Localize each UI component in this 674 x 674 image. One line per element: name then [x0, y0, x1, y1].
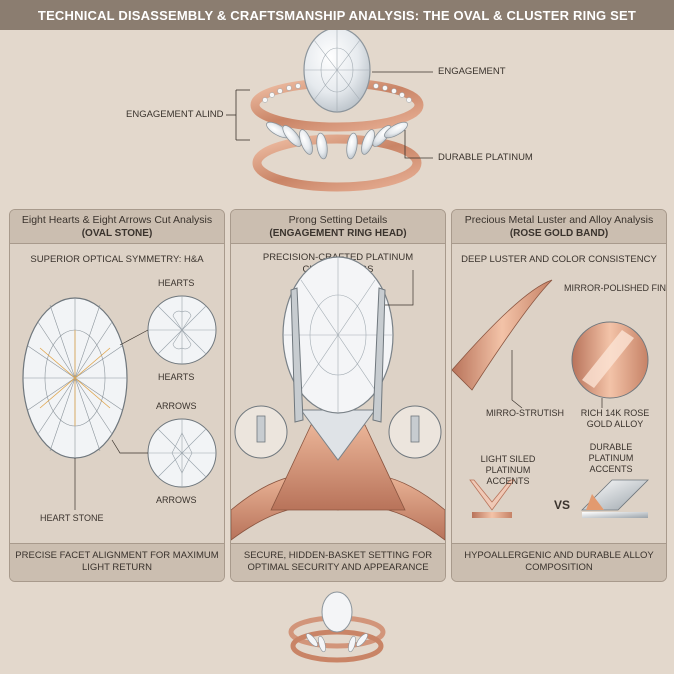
panel-prong-setting: Prong Setting Details (ENGAGEMENT RING H…	[230, 209, 446, 582]
panel-footer: HYPOALLERGENIC AND DURABLE ALLOY COMPOSI…	[452, 543, 666, 581]
panel-caption: SUPERIOR OPTICAL SYMMETRY: H&A	[30, 254, 204, 265]
panel-subtitle: (ENGAGEMENT RING HEAD)	[269, 228, 407, 239]
ring-set-illustration	[226, 30, 433, 192]
panel-subtitle: (ROSE GOLD BAND)	[509, 228, 609, 239]
label-vs: VS	[554, 498, 571, 512]
label-hearts-bottom: HEARTS	[158, 372, 195, 382]
panel-footer: PRECISE FACET ALIGNMENT FOR MAXIMUM LIGH…	[10, 543, 224, 581]
panel-header: Precious Metal Luster and Alloy Analysis…	[452, 210, 666, 244]
prong-setting-diagram	[231, 256, 445, 541]
panel-header: Prong Setting Details (ENGAGEMENT RING H…	[231, 210, 445, 244]
panel-caption: DEEP LUSTER AND COLOR CONSISTENCY	[461, 254, 657, 265]
label-light-platinum: LIGHT SILED PLATINUM ACCENTS	[480, 454, 536, 486]
panel-metal-luster: Precious Metal Luster and Alloy Analysis…	[451, 209, 667, 582]
hero-illustration: ENGAGEMENT ENGAGEMENT ALIND DURABLE PLAT…	[0, 30, 674, 205]
label-hearts-top: HEARTS	[158, 278, 195, 288]
label-engagement: ENGAGEMENT	[438, 66, 506, 77]
panel-footer: SECURE, HIDDEN-BASKET SETTING FOR OPTIMA…	[231, 543, 445, 581]
panel-title: Prong Setting Details	[288, 214, 388, 226]
panel-header: Eight Hearts & Eight Arrows Cut Analysis…	[10, 210, 224, 244]
label-arrows-bottom: ARROWS	[156, 495, 197, 505]
page-title: TECHNICAL DISASSEMBLY & CRAFTSMANSHIP AN…	[0, 0, 674, 30]
label-engagement-alind: ENGAGEMENT ALIND	[126, 109, 224, 120]
metal-luster-diagram	[452, 279, 649, 518]
panel-title: Precious Metal Luster and Alloy Analysis	[464, 214, 654, 226]
label-rich-rose-gold: RICH 14K ROSE GOLD ALLOY	[580, 408, 650, 429]
label-mirror-polished: MIRROR-POLISHED FINISH	[564, 283, 667, 293]
label-durable-platinum: DURABLE PLATINUM	[438, 152, 533, 163]
label-heart-stone: HEART STONE	[40, 513, 104, 523]
panel-hearts-arrows: Eight Hearts & Eight Arrows Cut Analysis…	[9, 209, 225, 582]
label-arrows-top: ARROWS	[156, 401, 197, 411]
panel-subtitle: (OVAL STONE)	[81, 228, 153, 239]
label-durable-platinum-accents: DURABLE PLATINUM ACCENTS	[588, 442, 634, 474]
hearts-arrows-diagram	[22, 295, 217, 510]
label-mirro-strutish: MIRRO-STRUTISH	[486, 408, 564, 418]
panel-title: Eight Hearts & Eight Arrows Cut Analysis	[21, 214, 213, 226]
